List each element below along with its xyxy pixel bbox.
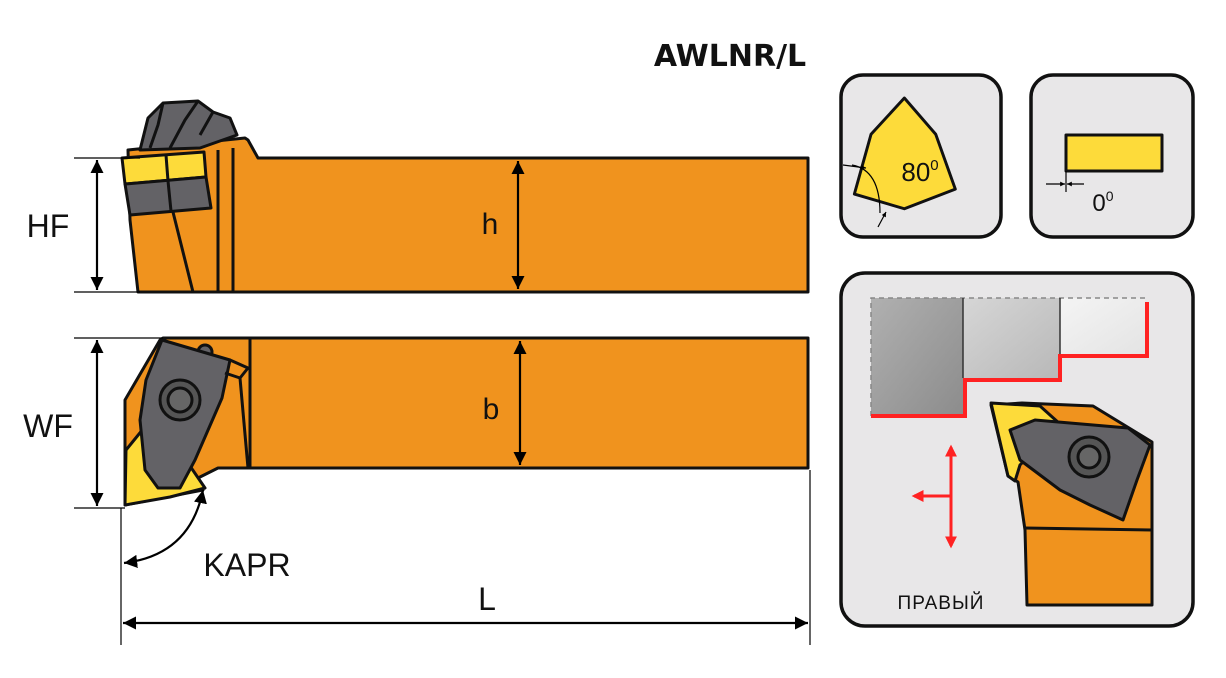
top-view: [123, 336, 810, 507]
wf-label: WF: [23, 408, 73, 444]
side-view: [120, 99, 810, 294]
operation-clamp-screw-inner: [1076, 444, 1102, 470]
trigon-insert-icon: [852, 96, 957, 211]
workpiece-step-3: [1060, 298, 1145, 354]
hf-label: HF: [27, 208, 70, 244]
hand-label: ПРАВЫЙ: [898, 592, 985, 614]
insert-angle-value: 800: [901, 157, 938, 187]
clamp-screw-inner: [166, 386, 194, 414]
workpiece-outline: [870, 297, 1145, 416]
side-view-edge-line: [168, 199, 195, 293]
cut-path-line: [871, 302, 1149, 418]
workpiece-step-2: [963, 298, 1060, 378]
workpiece-step-1: [871, 298, 963, 416]
kapr-label: KAPR: [203, 547, 290, 583]
l-label: L: [478, 581, 496, 617]
kapr-angle-arc: [123, 489, 207, 568]
insert-profile-icon: [1064, 133, 1164, 173]
clearance-angle-value: 00: [1092, 188, 1113, 217]
b-label: b: [483, 393, 500, 426]
insert-shape-panel: 800: [839, 73, 1003, 239]
model-title: AWLNR/L: [654, 39, 806, 74]
clearance-angle-panel: 00: [1029, 73, 1195, 239]
side-view-shank: [126, 136, 810, 294]
h-label: h: [482, 208, 499, 241]
operation-panel: ПРАВЫЙ: [839, 271, 1195, 628]
